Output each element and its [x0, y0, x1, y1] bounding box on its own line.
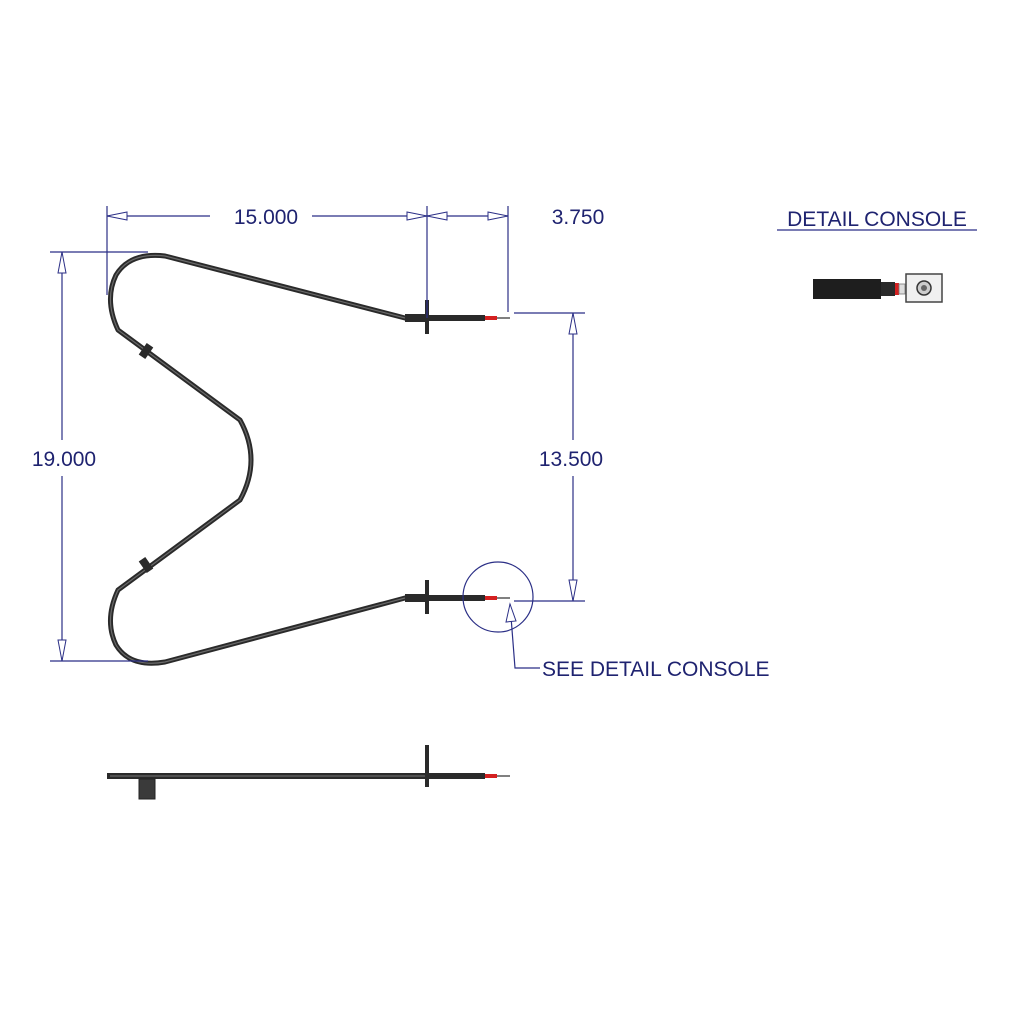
detail-title: DETAIL CONSOLE	[787, 208, 967, 231]
dimension-label-3750: 3.750	[552, 206, 605, 229]
detail-callout: SEE DETAIL CONSOLE	[462, 561, 770, 681]
see-detail-note: SEE DETAIL CONSOLE	[542, 658, 770, 681]
dimension-terminal-length: 3.750	[426, 206, 605, 312]
dimension-label-15: 15.000	[234, 206, 298, 229]
upper-terminal	[405, 300, 510, 334]
heating-element-top-view	[108, 252, 510, 666]
detail-terminal-image	[813, 273, 943, 303]
support-clip-lower	[138, 556, 154, 574]
dimension-terminal-spacing: 13.500	[514, 312, 603, 602]
heating-element-side-view	[107, 745, 510, 800]
dimension-label-13500: 13.500	[539, 448, 603, 471]
dimension-label-19: 19.000	[32, 448, 96, 471]
lower-terminal	[405, 580, 510, 614]
element-loop-highlight	[109, 254, 406, 664]
side-bracket	[138, 778, 156, 800]
element-loop	[108, 252, 408, 666]
support-clip-upper	[138, 342, 154, 360]
detail-circle	[462, 561, 534, 633]
detail-console: DETAIL CONSOLE	[777, 208, 977, 303]
dimension-overall-height: 19.000	[32, 251, 148, 662]
dimension-top-width: 15.000	[106, 206, 428, 318]
